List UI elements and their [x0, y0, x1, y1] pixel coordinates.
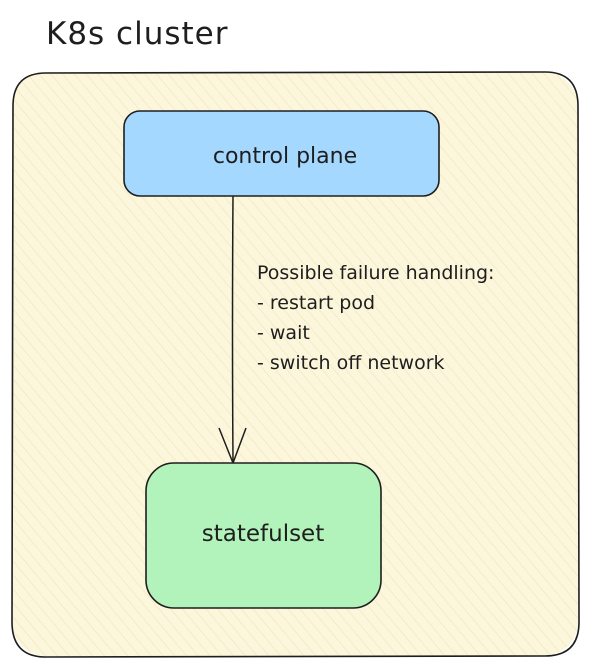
note-item-switch-off-network: - switch off network: [257, 352, 445, 374]
cluster-outline: [11, 71, 580, 658]
statefulset-label: statefulset: [202, 521, 324, 547]
note-heading: Possible failure handling:: [257, 262, 494, 284]
note-item-restart-pod: - restart pod: [257, 292, 375, 314]
statefulset-box: [145, 462, 382, 609]
control-plane-node: control plane: [123, 110, 440, 197]
statefulset-node: statefulset: [145, 462, 382, 609]
failure-handling-note: Possible failure handling: - restart pod…: [257, 262, 494, 374]
note-item-wait: - wait: [257, 322, 310, 344]
diagram-title: K8s cluster: [46, 16, 228, 52]
arrow-shaft: [231, 195, 234, 463]
control-plane-label: control plane: [213, 144, 357, 169]
control-plane-box: [123, 110, 440, 197]
